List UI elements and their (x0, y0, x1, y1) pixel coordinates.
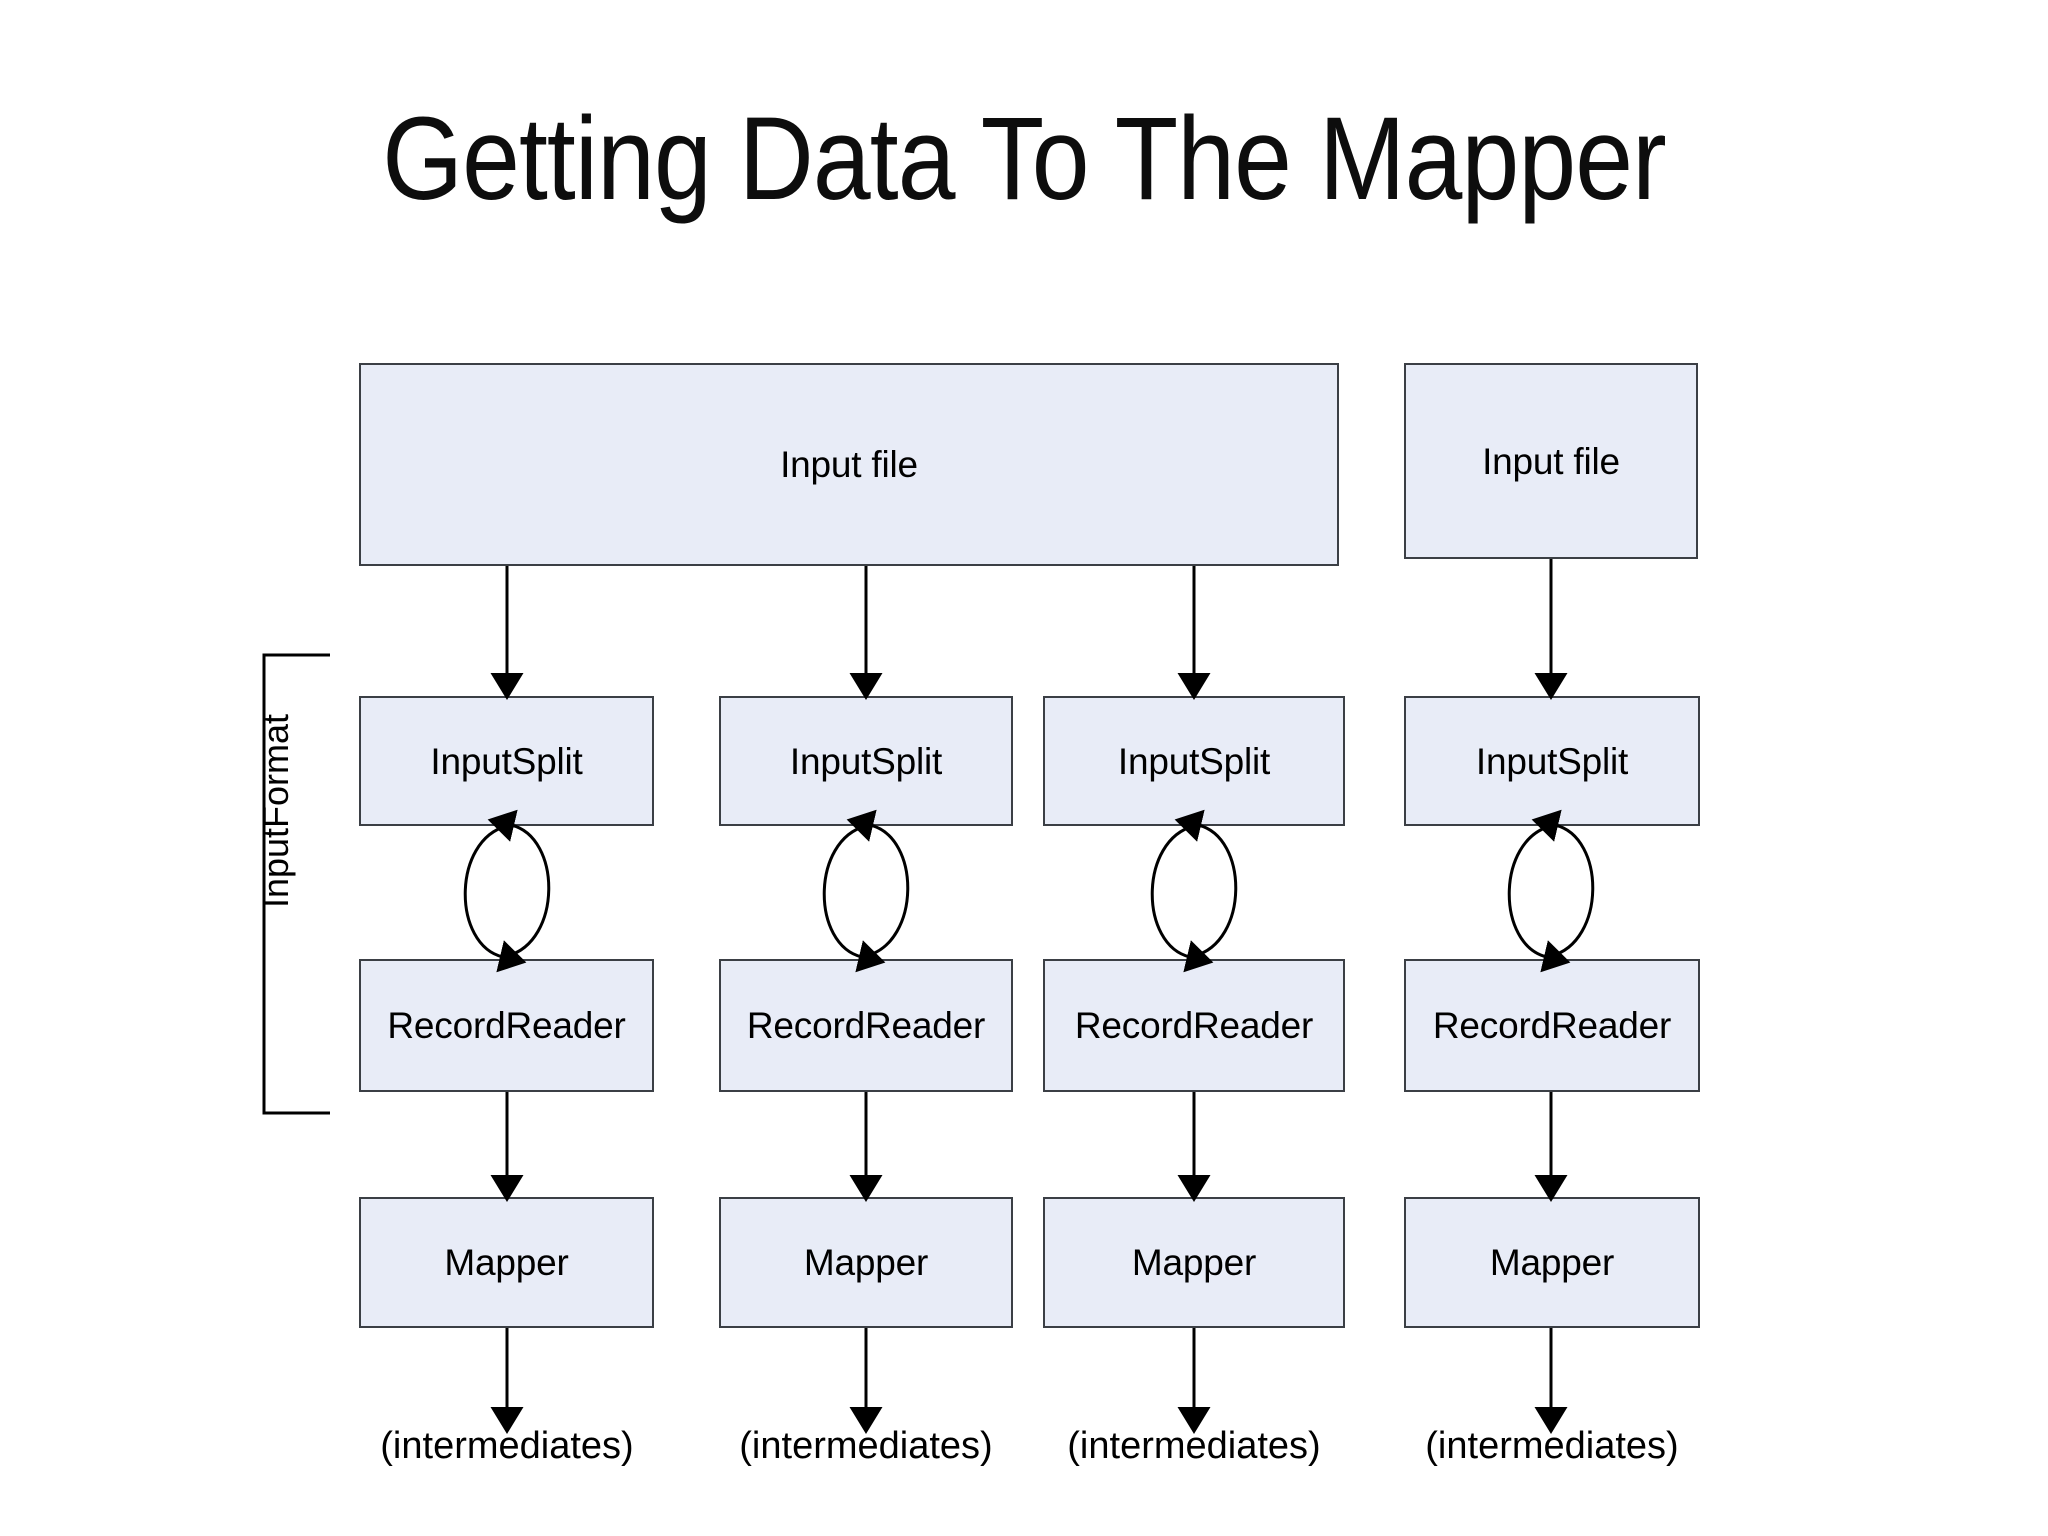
input-split-box-1[interactable]: InputSplit (359, 696, 654, 826)
intermediates-caption-1: (intermediates) (380, 1425, 634, 1467)
loop-arc-left-1 (487, 809, 551, 958)
input-split-label: InputSplit (789, 740, 943, 782)
mapper-label: Mapper (444, 1242, 569, 1283)
input-split-box-2[interactable]: InputSplit (719, 696, 1013, 826)
loop-arc-left-3 (1174, 809, 1238, 958)
record-reader-box-2[interactable]: RecordReader (719, 959, 1013, 1092)
input-split-box-4[interactable]: InputSplit (1404, 696, 1700, 826)
loop-inputsplit-recordreader-group (463, 809, 1595, 973)
mapper-box-4[interactable]: Mapper (1404, 1197, 1700, 1328)
intermediates-caption-3: (intermediates) (1067, 1425, 1321, 1467)
loop-arc-left-4 (1531, 809, 1595, 958)
record-reader-box-3[interactable]: RecordReader (1043, 959, 1345, 1092)
input-split-label: InputSplit (430, 740, 583, 782)
input-file-box-wide[interactable]: Input file (359, 363, 1339, 566)
loop-arc-right-1 (463, 824, 527, 973)
record-reader-label: RecordReader (387, 1005, 626, 1046)
input-file-label: Input file (1482, 440, 1620, 482)
record-reader-box-1[interactable]: RecordReader (359, 959, 654, 1092)
mapper-label: Mapper (1131, 1242, 1257, 1283)
input-split-label: InputSplit (1475, 740, 1629, 782)
input-file-box-narrow[interactable]: Input file (1404, 363, 1698, 559)
arrow-mapper-to-intermediates-group (490, 1328, 1568, 1434)
mapper-label: Mapper (1489, 1242, 1615, 1283)
loop-arc-left-2 (846, 809, 910, 958)
mapper-box-2[interactable]: Mapper (719, 1197, 1013, 1328)
mapper-box-1[interactable]: Mapper (359, 1197, 654, 1328)
loop-arc-right-4 (1507, 824, 1571, 973)
intermediates-caption-4: (intermediates) (1425, 1425, 1679, 1467)
loop-arc-right-3 (1150, 824, 1214, 973)
arrow-recordreader-to-mapper-group (490, 1092, 1568, 1202)
record-reader-label: RecordReader (1074, 1005, 1314, 1046)
input-format-label: InputFormat (255, 713, 296, 909)
input-split-box-3[interactable]: InputSplit (1043, 696, 1345, 826)
arrow-inputfile-to-inputsplit-group (490, 559, 1568, 700)
input-file-label: Input file (780, 444, 918, 485)
record-reader-label: RecordReader (1432, 1005, 1672, 1046)
mapper-label: Mapper (803, 1242, 929, 1283)
mapper-box-3[interactable]: Mapper (1043, 1197, 1345, 1328)
input-split-label: InputSplit (1117, 740, 1271, 782)
page-title: Getting Data To The Mapper (382, 93, 1666, 225)
loop-arc-right-2 (822, 824, 886, 973)
record-reader-box-4[interactable]: RecordReader (1404, 959, 1700, 1092)
record-reader-label: RecordReader (746, 1005, 986, 1046)
